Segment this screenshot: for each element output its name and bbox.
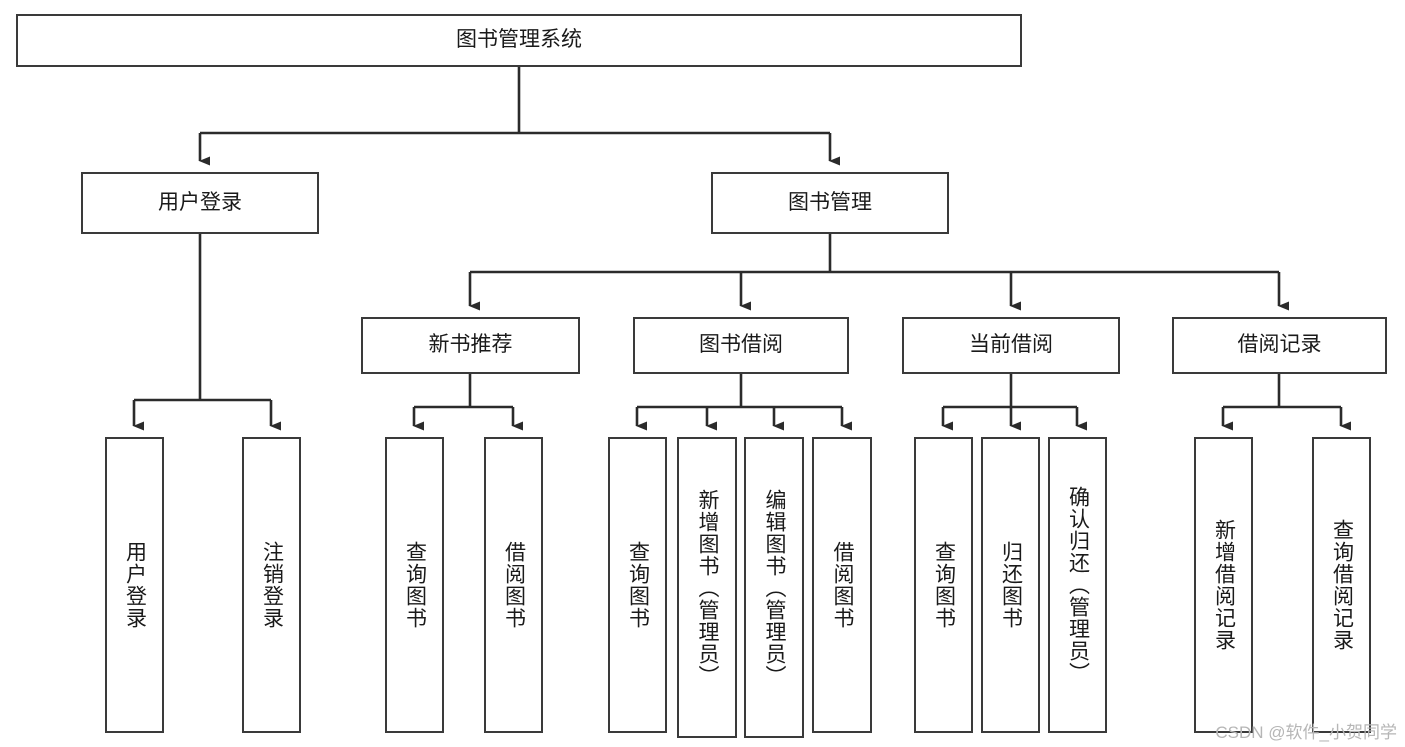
node-label: 借阅图书 <box>502 541 526 629</box>
node-label: 编辑图书（管理员） <box>763 488 787 687</box>
node-new-book-recommend[interactable]: 新书推荐 <box>361 317 580 374</box>
node-book-borrow[interactable]: 图书借阅 <box>633 317 849 374</box>
node-label: 借阅图书 <box>831 541 855 629</box>
node-leaf-query-book-recommend[interactable]: 查询图书 <box>385 437 444 733</box>
node-leaf-add-borrow-record[interactable]: 新增借阅记录 <box>1194 437 1253 733</box>
node-label: 图书管理 <box>788 190 872 214</box>
node-leaf-user-login[interactable]: 用户登录 <box>105 437 164 733</box>
node-book-manage[interactable]: 图书管理 <box>711 172 949 234</box>
node-leaf-query-borrow-record[interactable]: 查询借阅记录 <box>1312 437 1371 733</box>
node-borrow-record[interactable]: 借阅记录 <box>1172 317 1387 374</box>
node-leaf-logout[interactable]: 注销登录 <box>242 437 301 733</box>
node-label: 新增借阅记录 <box>1212 519 1236 651</box>
csdn-watermark: CSDN @软件_小贺同学 <box>1215 723 1397 742</box>
node-leaf-add-book[interactable]: 新增图书（管理员） <box>677 437 737 738</box>
node-label: 查询图书 <box>932 541 956 629</box>
node-label: 查询借阅记录 <box>1330 519 1354 651</box>
node-label: 用户登录 <box>123 541 147 629</box>
node-label: 借阅记录 <box>1237 333 1322 357</box>
node-user-login[interactable]: 用户登录 <box>81 172 319 234</box>
node-label: 图书借阅 <box>699 333 783 357</box>
node-leaf-confirm-return[interactable]: 确认归还（管理员） <box>1048 437 1107 733</box>
node-label: 归还图书 <box>999 541 1023 629</box>
node-label: 查询图书 <box>626 541 650 629</box>
node-current-borrow[interactable]: 当前借阅 <box>902 317 1120 374</box>
node-label: 新增图书（管理员） <box>696 488 720 687</box>
node-leaf-query-book-current[interactable]: 查询图书 <box>914 437 973 733</box>
node-label: 确认归还（管理员） <box>1066 486 1090 684</box>
node-label: 注销登录 <box>260 541 284 629</box>
node-leaf-query-book-borrow[interactable]: 查询图书 <box>608 437 667 733</box>
node-label: 新书推荐 <box>428 333 513 357</box>
node-label: 图书管理系统 <box>456 28 582 52</box>
node-leaf-edit-book[interactable]: 编辑图书（管理员） <box>744 437 804 738</box>
node-label: 用户登录 <box>158 190 242 214</box>
node-label: 当前借阅 <box>969 333 1053 357</box>
node-leaf-return-book[interactable]: 归还图书 <box>981 437 1040 733</box>
node-leaf-borrow-book[interactable]: 借阅图书 <box>812 437 872 733</box>
node-root-system[interactable]: 图书管理系统 <box>16 14 1022 67</box>
node-label: 查询图书 <box>403 541 427 629</box>
node-leaf-borrow-book-recommend[interactable]: 借阅图书 <box>484 437 543 733</box>
